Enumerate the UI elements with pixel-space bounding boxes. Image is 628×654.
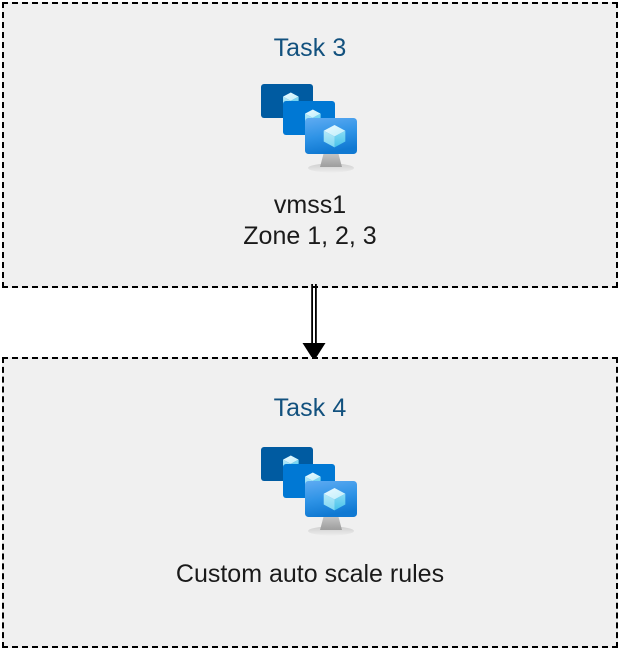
task-4-captions: Custom auto scale rules — [176, 559, 444, 590]
task-box-task-4[interactable]: Task 4 — [2, 357, 618, 648]
vmss-icon — [261, 84, 357, 173]
task-3-title: Task 3 — [273, 34, 347, 62]
task-3-caption-line-1: vmss1 — [273, 191, 347, 219]
task-4-title: Task 4 — [273, 394, 347, 422]
task-box-task-3[interactable]: Task 3 — [2, 2, 618, 288]
task-4-icon-wrapper — [258, 443, 362, 537]
vmss-icon — [261, 447, 357, 536]
task-3-caption-line-2: Zone 1, 2, 3 — [243, 221, 377, 250]
task-4-caption-line-1: Custom auto scale rules — [175, 560, 445, 588]
task-3-captions: vmss1 Zone 1, 2, 3 — [243, 190, 376, 251]
task-3-icon-wrapper — [258, 80, 362, 174]
connector-arrow-task3-to-task4 — [302, 284, 326, 361]
